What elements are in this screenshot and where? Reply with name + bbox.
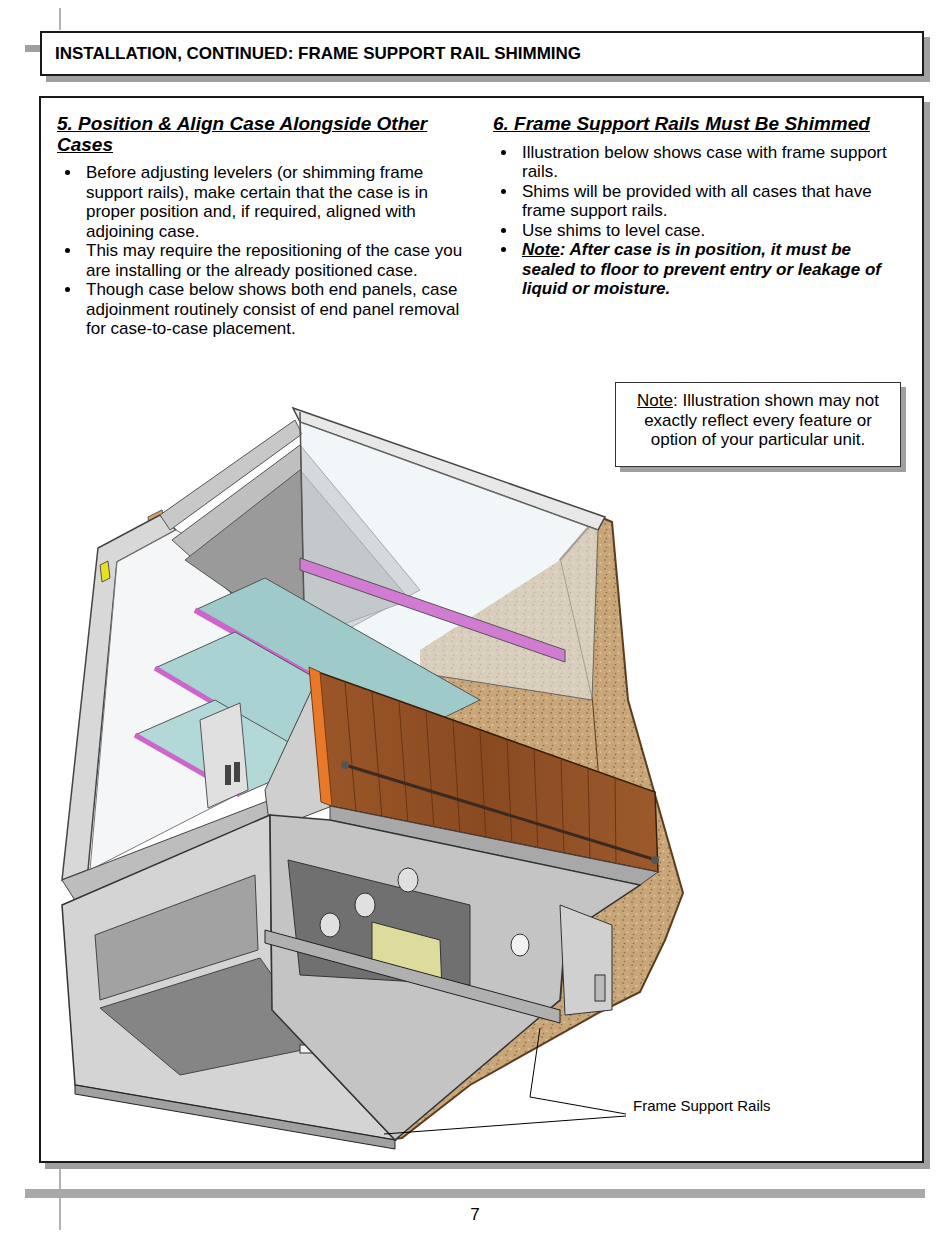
body-text: Though case below shows both end panels,… (86, 280, 459, 338)
wood-deck (480, 731, 486, 840)
bullet-item: This may require the repositioning of th… (57, 241, 474, 280)
leader-lines (530, 1028, 626, 1114)
note-text: : Illustration shown may not exactly ref… (644, 391, 879, 449)
text-column: 5. Position & Align Case Alongside Other… (57, 114, 474, 339)
body-text: : After case is in position, it must be … (522, 240, 881, 298)
bullet-item: Shims will be provided with all cases th… (493, 182, 894, 221)
lower-body (75, 1085, 395, 1149)
text-line: INSTALLATION, CONTINUED: FRAME SUPPORT R… (55, 44, 581, 64)
wood-deck (507, 740, 512, 845)
bullet-item: Use shims to level case. (493, 221, 894, 241)
header-box: INSTALLATION, CONTINUED: FRAME SUPPORT R… (40, 31, 924, 76)
lower-body (560, 905, 612, 1015)
page-marks (59, 8, 61, 30)
upper-display (300, 558, 565, 662)
wood-deck (534, 750, 538, 851)
body-text: 5. Position & Align Case Alongside Other… (57, 113, 427, 155)
body-text: Note (522, 240, 560, 259)
wood-deck (588, 769, 590, 861)
page-number: 7 (440, 1206, 510, 1223)
body-text: Shims will be provided with all cases th… (522, 182, 872, 221)
bullet-dot (501, 228, 506, 233)
lower-body (595, 975, 605, 1001)
wood-deck (651, 856, 659, 864)
upper-display (234, 762, 240, 782)
bullet-dot (501, 150, 506, 155)
lower-body (320, 913, 340, 937)
upper-display (225, 765, 231, 785)
lower-body (265, 930, 560, 1023)
leader-lines (384, 1028, 626, 1134)
bullet-dot (501, 247, 506, 252)
section-heading: 5. Position & Align Case Alongside Other… (57, 114, 474, 155)
lower-body (355, 893, 375, 917)
page-marks (59, 1168, 61, 1230)
section-heading: 6. Frame Support Rails Must Be Shimmed (493, 114, 894, 135)
wood-deck (453, 721, 460, 834)
wood-deck (372, 692, 382, 818)
bullet-item: Before adjusting levelers (or shimming f… (57, 163, 474, 241)
page-marks (25, 8, 925, 1230)
page-marks (25, 1189, 925, 1198)
page-heading: INSTALLATION, CONTINUED: FRAME SUPPORT R… (55, 44, 581, 63)
bullet-item: Note: After case is in position, it must… (493, 240, 894, 299)
wood-deck (561, 760, 564, 856)
bullet-dot (65, 248, 70, 253)
body-text: This may require the repositioning of th… (86, 241, 462, 280)
callout-label: Frame Support Rails (633, 1097, 783, 1114)
body-text: Use shims to level case. (522, 221, 705, 240)
content-panel: 5. Position & Align Case Alongside Other… (39, 96, 924, 1163)
wood-deck (341, 761, 349, 769)
leader-lines (384, 1116, 626, 1134)
wood-deck (345, 683, 356, 812)
upper-display (200, 703, 248, 808)
text-line: Note: Illustration shown may not exactly… (623, 391, 893, 450)
lower-body (398, 868, 418, 892)
wood-deck (426, 712, 434, 829)
body-text: Illustration below shows case with frame… (522, 143, 887, 182)
bullet-item: Illustration below shows case with frame… (493, 143, 894, 182)
lower-body (511, 934, 529, 956)
bullet-dot (65, 170, 70, 175)
wood-deck (309, 667, 332, 806)
bullet-dot (65, 287, 70, 292)
wood-deck (615, 779, 616, 866)
page-marks (25, 45, 41, 52)
bullet-item: Though case below shows both end panels,… (57, 280, 474, 339)
lower-body (270, 815, 640, 1140)
body-text: 6. Frame Support Rails Must Be Shimmed (493, 113, 870, 134)
body-text: Before adjusting levelers (or shimming f… (86, 163, 428, 241)
bullet-dot (501, 189, 506, 194)
upper-display (100, 561, 110, 582)
note-text: Note (637, 391, 673, 410)
text-column: 6. Frame Support Rails Must Be ShimmedIl… (493, 114, 894, 299)
wood-deck (399, 702, 408, 824)
lower-body (62, 815, 640, 1149)
note-box: Note: Illustration shown may not exactly… (615, 382, 901, 467)
